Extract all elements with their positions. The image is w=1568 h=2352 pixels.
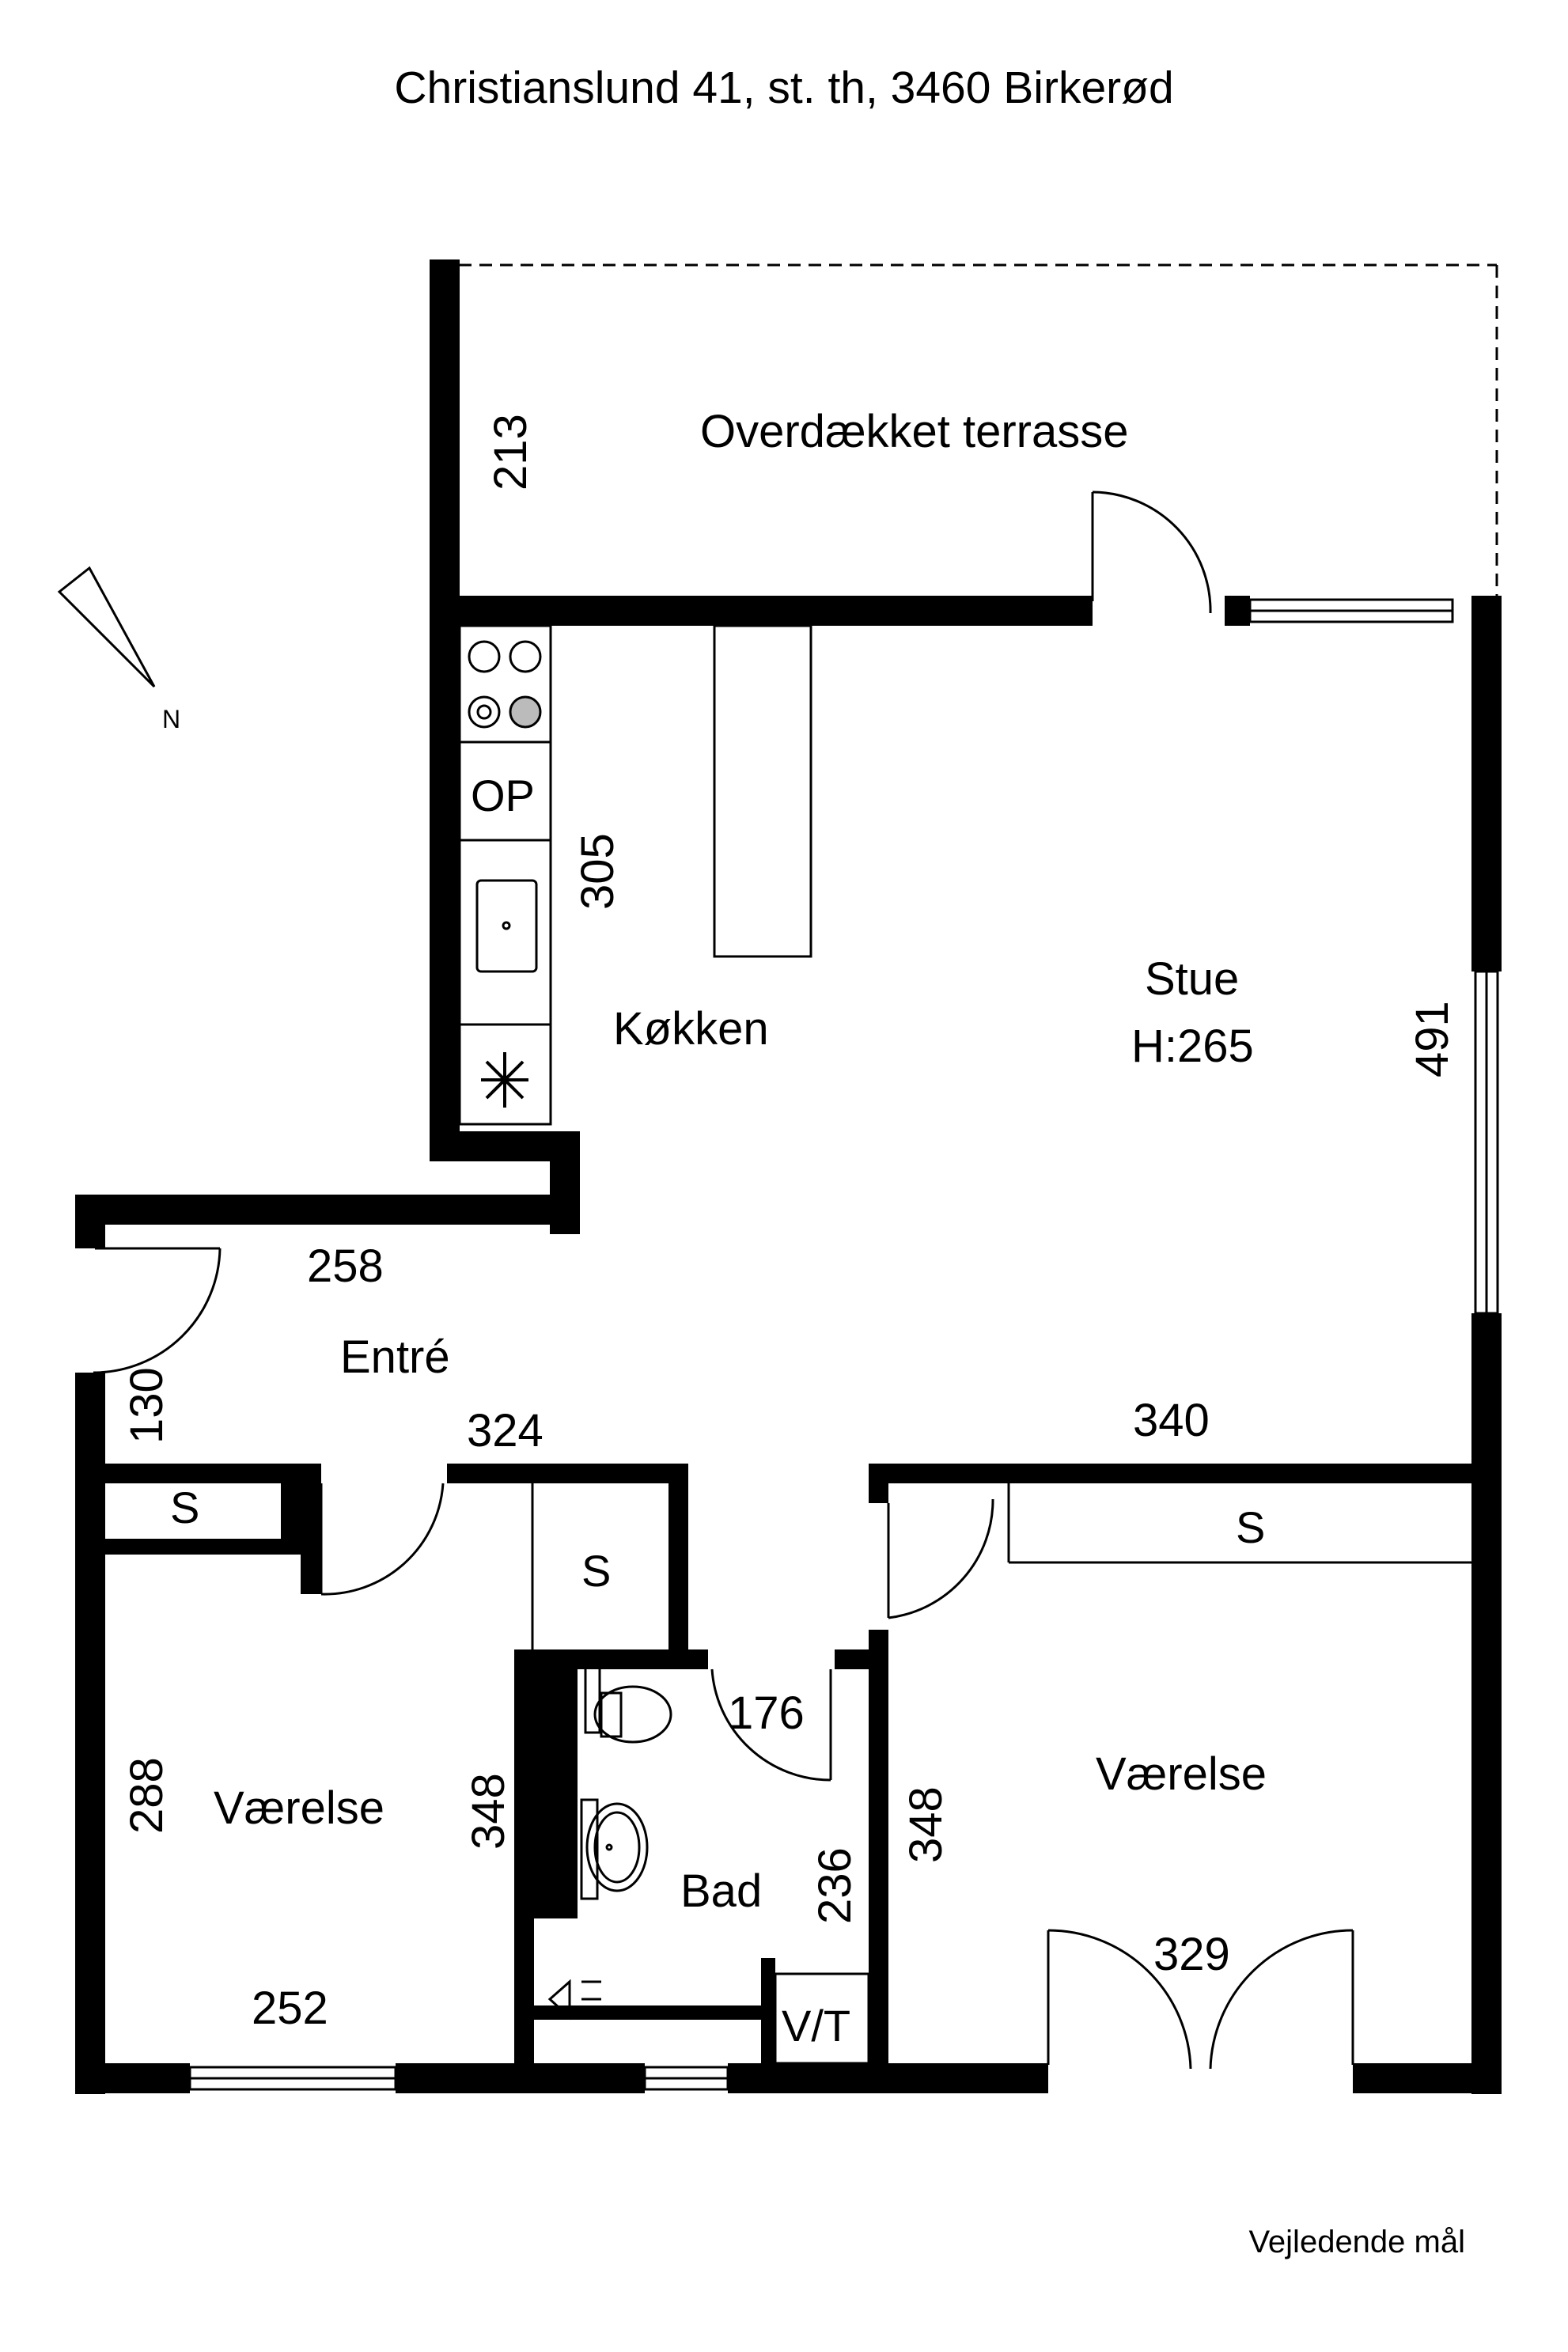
dim-living-width: 340 <box>1133 1395 1210 1446</box>
dim-entry-depth: 130 <box>121 1367 172 1444</box>
dim-bath-width: 176 <box>728 1687 805 1739</box>
terrace-outline <box>459 263 1498 601</box>
compass-label: N <box>162 705 180 733</box>
sink-icon <box>475 879 538 973</box>
fridge-icon <box>481 1052 528 1108</box>
dim-bedroom-left-width: 252 <box>252 1983 328 2034</box>
shower-icon <box>547 1979 601 2021</box>
walls <box>75 259 1502 2094</box>
dim-terrace-depth: 213 <box>485 414 536 490</box>
dim-bath-depth: 236 <box>809 1847 861 1924</box>
plan-title: Christianslund 41, st. th, 3460 Birkerød <box>394 62 1174 113</box>
compass-icon <box>57 566 156 688</box>
storage-outlines <box>531 1483 1471 1649</box>
storage-label-mid: S <box>581 1546 611 1596</box>
room-height-living: H:265 <box>1131 1021 1254 1072</box>
storage-label-right: S <box>1236 1502 1265 1552</box>
dim-living-length: 491 <box>1407 1001 1458 1078</box>
room-label-bath: Bad <box>680 1865 762 1917</box>
kitchen-counter <box>458 624 812 1126</box>
dim-bedroom-left-inner: 348 <box>463 1773 514 1850</box>
dim-bedroom-right-depth: 348 <box>900 1786 952 1863</box>
dim-bedroom-left-depth: 288 <box>121 1757 172 1834</box>
dim-hall-width: 324 <box>467 1405 543 1456</box>
room-label-entry: Entré <box>340 1331 450 1383</box>
dim-entry-width: 258 <box>307 1240 384 1292</box>
disclaimer-note: Vejledende mål <box>1248 2225 1465 2259</box>
room-label-bedroom-left: Værelse <box>214 1782 384 1834</box>
dim-kitchen-length: 305 <box>572 833 623 910</box>
room-label-bedroom-right: Værelse <box>1096 1748 1267 1800</box>
room-label-terrace: Overdækket terrasse <box>700 406 1129 457</box>
washer-dryer-label: V/T <box>782 2001 850 2051</box>
toilet-icon <box>584 1664 672 1744</box>
stove-icon <box>468 640 542 729</box>
dim-bedroom-right-door: 329 <box>1153 1929 1230 1980</box>
doors <box>93 490 1354 2070</box>
oven-label: OP <box>471 771 535 820</box>
room-label-kitchen: Køkken <box>613 1003 769 1055</box>
windows <box>188 598 1499 2091</box>
storage-label-entry: S <box>170 1483 199 1532</box>
washbasin-icon <box>580 1798 649 1900</box>
room-label-living: Stue <box>1145 953 1239 1005</box>
washer-dryer-box <box>774 1972 870 2065</box>
